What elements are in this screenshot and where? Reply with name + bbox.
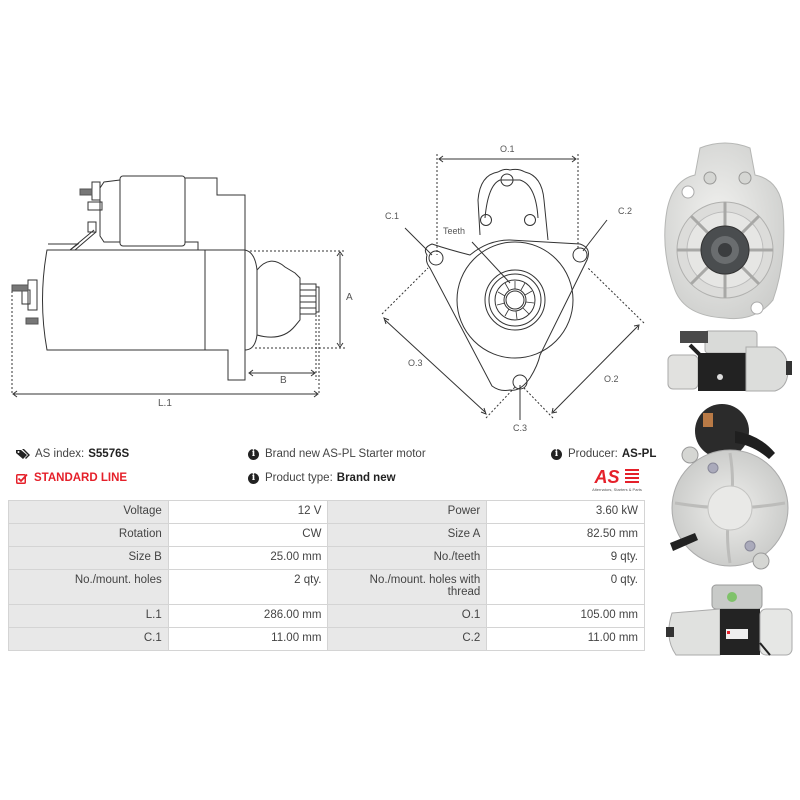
photo-front-flange-view[interactable] (655, 140, 795, 322)
spec-value: CW (167, 523, 329, 547)
spec-label: Voltage (8, 500, 169, 524)
spec-table: Voltage 12 V Power 3.60 kW Rotation CW S… (8, 500, 645, 651)
spec-value: 2 qty. (167, 569, 329, 605)
table-row: C.1 11.00 mm C.2 11.00 mm (8, 627, 645, 651)
spec-label: Rotation (8, 523, 169, 547)
dimension-label-c3: C.3 (513, 423, 528, 433)
producer-value: AS-PL (621, 448, 657, 460)
dimension-label-o1: O.1 (500, 144, 515, 154)
spec-label: C.2 (327, 627, 488, 651)
photo-side-view-top[interactable] (660, 325, 795, 395)
front-view-drawing: O.1 C.1 C.2 Teeth O.3 O.2 C.3 (370, 140, 650, 440)
dimension-label-l1: L.1 (158, 398, 172, 409)
spec-label: L.1 (8, 604, 169, 628)
as-pl-logo: AS Alternators, Starters & Parts (585, 466, 649, 494)
table-row: No./mount. holes 2 qty. No./mount. holes… (8, 569, 645, 605)
spec-value: 82.50 mm (486, 523, 645, 547)
spec-label: No./mount. holes with thread (327, 569, 488, 605)
producer: i Producer: AS-PL (551, 448, 656, 460)
dimension-label-b: B (280, 375, 287, 386)
spec-value: 25.00 mm (167, 546, 329, 570)
spec-value: 12 V (167, 500, 329, 524)
dimension-label-c2: C.2 (618, 206, 633, 216)
spec-value: 286.00 mm (167, 604, 329, 628)
spec-label: Size A (327, 523, 488, 547)
check-square-icon (16, 473, 28, 484)
spec-label: Power (327, 500, 488, 524)
product-type: i Product type: Brand new (248, 472, 396, 484)
spec-label: Size B (8, 546, 169, 570)
spec-value: 3.60 kW (486, 500, 645, 524)
spec-value: 11.00 mm (486, 627, 645, 651)
spec-value: 0 qty. (486, 569, 645, 605)
table-row: Size B 25.00 mm No./teeth 9 qty. (8, 546, 645, 570)
product-type-value: Brand new (336, 472, 396, 484)
info-icon: i (248, 448, 259, 460)
tag-icon (16, 448, 30, 460)
photo-side-view-bottom[interactable] (662, 583, 797, 658)
info-icon: i (248, 472, 259, 484)
spec-label: No./mount. holes (8, 569, 169, 605)
spec-label: O.1 (327, 604, 488, 628)
dimension-label-o3: O.3 (408, 358, 423, 368)
dimension-label-teeth: Teeth (443, 226, 466, 236)
spec-label: No./teeth (327, 546, 488, 570)
spec-value: 9 qty. (486, 546, 645, 570)
photo-rear-view[interactable] (665, 403, 795, 578)
dimension-label-a: A (346, 292, 353, 303)
side-view-drawing: A B L.1 (0, 170, 360, 420)
description: i Brand new AS-PL Starter motor (248, 448, 426, 460)
spec-value: 11.00 mm (167, 627, 329, 651)
spec-value: 105.00 mm (486, 604, 645, 628)
logo-text: AS (593, 467, 619, 486)
info-icon: i (551, 448, 562, 460)
dimension-label-c1: C.1 (385, 211, 400, 221)
table-row: L.1 286.00 mm O.1 105.00 mm (8, 604, 645, 628)
standard-line: STANDARD LINE (16, 472, 127, 484)
spec-label: C.1 (8, 627, 169, 651)
as-index-value: S5576S (88, 448, 130, 460)
logo-tagline: Alternators, Starters & Parts (592, 487, 642, 492)
as-index: AS index: S5576S (16, 448, 129, 460)
table-row: Rotation CW Size A 82.50 mm (8, 523, 645, 547)
table-row: Voltage 12 V Power 3.60 kW (8, 500, 645, 524)
dimension-label-o2: O.2 (604, 374, 619, 384)
